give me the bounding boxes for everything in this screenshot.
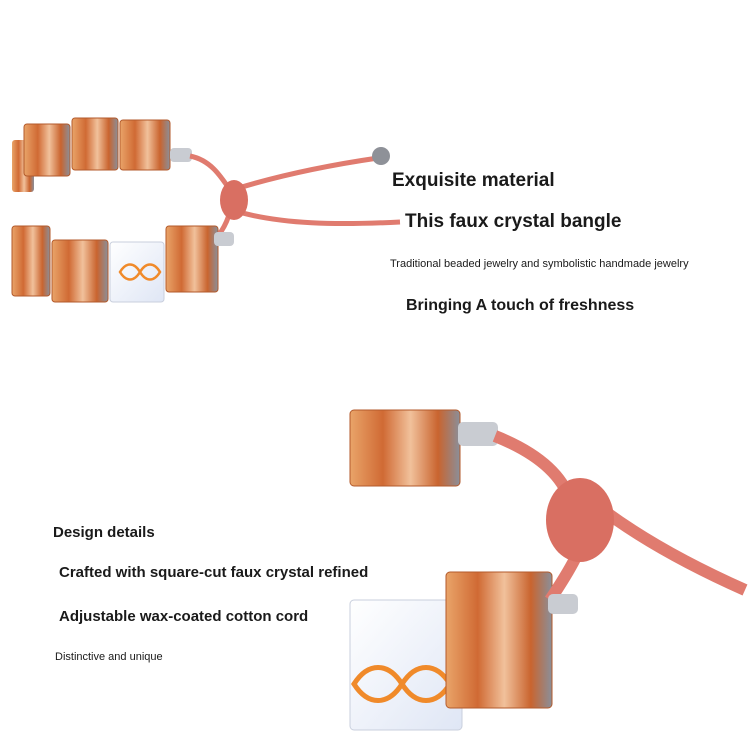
crystal-bead	[349, 409, 553, 731]
design-details-heading: Design details	[53, 524, 155, 541]
top-heading: Exquisite material	[392, 170, 555, 191]
cord	[458, 422, 748, 614]
top-subheading: This faux crystal bangle	[405, 211, 622, 232]
infinity-icon	[118, 263, 162, 281]
design-detail-item: Adjustable wax-coated cotton cord	[59, 608, 309, 625]
top-description: Traditional beaded jewelry and symbolist…	[390, 258, 689, 270]
top-tagline: Bringing A touch of freshness	[406, 297, 635, 314]
cord	[170, 147, 401, 246]
design-detail-item: Crafted with square-cut faux crystal ref…	[59, 564, 369, 581]
crystal-bead	[11, 225, 219, 303]
design-detail-item: Distinctive and unique	[55, 651, 163, 663]
crystal-bead	[12, 117, 171, 192]
